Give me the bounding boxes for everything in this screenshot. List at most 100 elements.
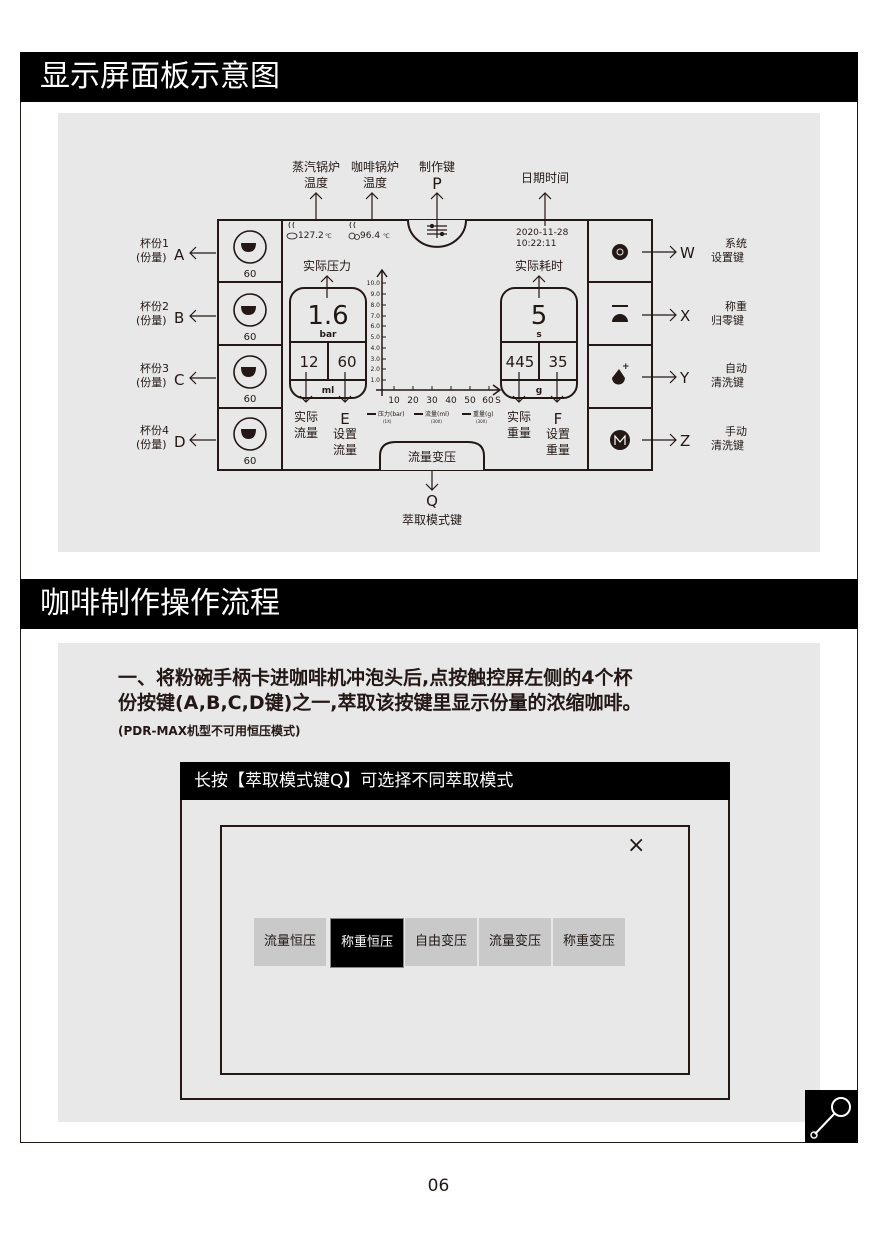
svg-text:设置键: 设置键 — [711, 250, 744, 264]
chart-axes — [376, 268, 502, 396]
cup-key-c: 60 杯份3(份量)C — [136, 355, 267, 405]
cup-keys: 60 杯份1(份量)A 60 杯份2(份量)B 60 杯份3(份量)C 60 杯… — [136, 230, 267, 467]
svg-text:60: 60 — [244, 332, 257, 343]
x-tick: 30 — [426, 396, 438, 406]
svg-text:D: D — [174, 433, 186, 451]
svg-text:实际耗时: 实际耗时 — [515, 258, 563, 273]
cup-icon — [241, 306, 256, 315]
actual-weight-value: 445 — [506, 353, 535, 371]
svg-text:归零键: 归零键 — [711, 313, 744, 327]
x-tick-labels: 10 20 30 40 50 60 S — [388, 396, 501, 406]
x-unit: S — [495, 396, 501, 406]
svg-text:X: X — [680, 307, 690, 325]
set-weight-value: 35 — [548, 353, 567, 371]
cup-key-d: 60 杯份4(份量)D — [136, 417, 267, 467]
cup-icon — [241, 243, 256, 252]
svg-text:127.2: 127.2 — [298, 231, 324, 241]
svg-text:流量: 流量 — [294, 426, 318, 440]
svg-text:bar: bar — [320, 330, 338, 340]
elapsed-time-value: 5 — [531, 301, 548, 331]
svg-text:96.4: 96.4 — [360, 231, 380, 241]
mode-button-weight-constant[interactable]: 称重恒压 — [330, 918, 404, 968]
svg-text:制作键: 制作键 — [419, 160, 455, 174]
svg-text:B: B — [174, 309, 184, 327]
step-1-text: 一、将粉碗手柄卡进咖啡机冲泡头后,点按触控屏左侧的4个杯 份按键(A,B,C,D… — [118, 667, 642, 714]
y-tick: 4.0 — [370, 345, 380, 352]
gear-icon — [612, 244, 628, 260]
y-tick: 5.0 — [370, 334, 380, 341]
svg-text:手动: 手动 — [725, 424, 747, 438]
svg-text:蒸汽锅炉: 蒸汽锅炉 — [292, 159, 340, 174]
cup-icon — [241, 367, 256, 377]
screen-outline — [217, 219, 653, 471]
time-readout: 10:22:11 — [516, 239, 556, 249]
mode-button-weight-variable[interactable]: 称重变压 — [553, 918, 625, 966]
x-tick: 10 — [388, 396, 400, 406]
scale-icon — [612, 305, 628, 307]
svg-text:+: + — [622, 362, 630, 372]
svg-text:(份量): (份量) — [136, 251, 167, 264]
mode-tab-label: 流量变压 — [408, 449, 456, 464]
operation-background — [58, 643, 820, 1122]
step-1-note: (PDR-MAX机型不可用恒压模式) — [118, 724, 301, 738]
svg-text:A: A — [174, 246, 185, 264]
svg-text:杯份4: 杯份4 — [140, 423, 169, 437]
mode-button-flow-variable[interactable]: 流量变压 — [479, 918, 551, 966]
svg-text:C: C — [174, 371, 184, 389]
svg-text:60: 60 — [244, 269, 257, 280]
legend-weight: 重量(g) — [473, 410, 494, 418]
x-tick: 20 — [407, 396, 419, 406]
y-tick-labels: 10.0 9.0 8.0 7.0 6.0 5.0 4.0 3.0 2.0 1.0 — [367, 280, 381, 384]
svg-text:称重: 称重 — [725, 299, 747, 313]
key-e: E — [340, 410, 349, 428]
svg-text:流量: 流量 — [333, 443, 357, 457]
mode-button-free-variable[interactable]: 自由变压 — [405, 918, 477, 966]
mode-dialog — [220, 825, 690, 1075]
x-tick: 40 — [445, 396, 457, 406]
callout-arrows — [189, 192, 677, 491]
svg-text:设置: 设置 — [333, 427, 357, 441]
legend-flow: 流量(ml) — [425, 410, 449, 418]
svg-text:清洗键: 清洗键 — [711, 375, 744, 389]
page-number: 06 — [427, 1176, 450, 1196]
date-readout: 2020-11-28 — [516, 228, 569, 238]
svg-text:杯份3: 杯份3 — [140, 361, 169, 375]
y-tick: 3.0 — [370, 356, 380, 363]
close-icon[interactable]: × — [627, 833, 646, 858]
svg-text:实际: 实际 — [507, 409, 531, 424]
svg-text:杯份2: 杯份2 — [140, 299, 169, 313]
svg-text:(30X): (30X) — [431, 419, 442, 424]
svg-text:系统: 系统 — [725, 237, 747, 250]
mode-button-flow-constant[interactable]: 流量恒压 — [254, 918, 326, 966]
steam-icon — [286, 221, 298, 240]
drop-icon — [612, 369, 625, 385]
svg-text:(30X): (30X) — [476, 419, 487, 424]
svg-text:(份量): (份量) — [136, 376, 167, 389]
make-key-letter: P — [432, 174, 442, 193]
svg-text:W: W — [680, 244, 695, 262]
svg-text:温度: 温度 — [304, 175, 328, 190]
y-tick: 8.0 — [370, 302, 380, 309]
actual-flow-value: 12 — [299, 353, 318, 371]
coffee-boiler-icon — [348, 221, 360, 240]
svg-text:重量: 重量 — [507, 426, 531, 440]
svg-text:s: s — [536, 330, 541, 340]
y-tick: 7.0 — [370, 313, 380, 320]
portafilter-icon — [805, 1090, 858, 1143]
svg-text:实际: 实际 — [294, 409, 318, 424]
svg-text:咖啡锅炉: 咖啡锅炉 — [351, 159, 399, 174]
mode-panel-title: 长按【萃取模式键Q】可选择不同萃取模式 — [180, 762, 730, 800]
svg-text:Z: Z — [680, 432, 690, 450]
x-tick: 50 — [464, 396, 476, 406]
cup-icon — [241, 429, 256, 439]
y-tick: 2.0 — [370, 366, 380, 373]
display-panel-diagram: 10.0 9.0 8.0 7.0 6.0 5.0 4.0 3.0 2.0 1.0… — [136, 159, 747, 527]
y-tick: 10.0 — [367, 280, 381, 287]
legend-pressure: 压力(bar) — [378, 410, 405, 418]
svg-text:设置: 设置 — [546, 427, 570, 441]
diagram-background — [58, 113, 820, 552]
m-icon — [610, 430, 630, 450]
